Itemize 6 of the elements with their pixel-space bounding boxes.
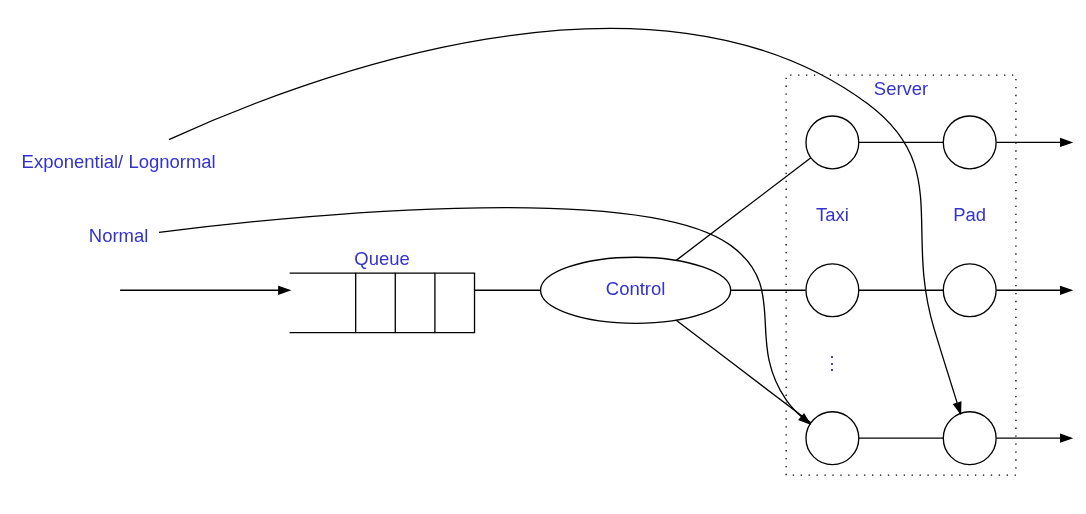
label: ⋮	[823, 352, 842, 374]
node-text: Normal	[88, 225, 149, 247]
label: Pad	[953, 204, 987, 226]
label: Taxi	[815, 204, 849, 226]
node-text: Exponential/ Lognormal	[21, 151, 216, 173]
node-label: Queue	[354, 248, 410, 270]
